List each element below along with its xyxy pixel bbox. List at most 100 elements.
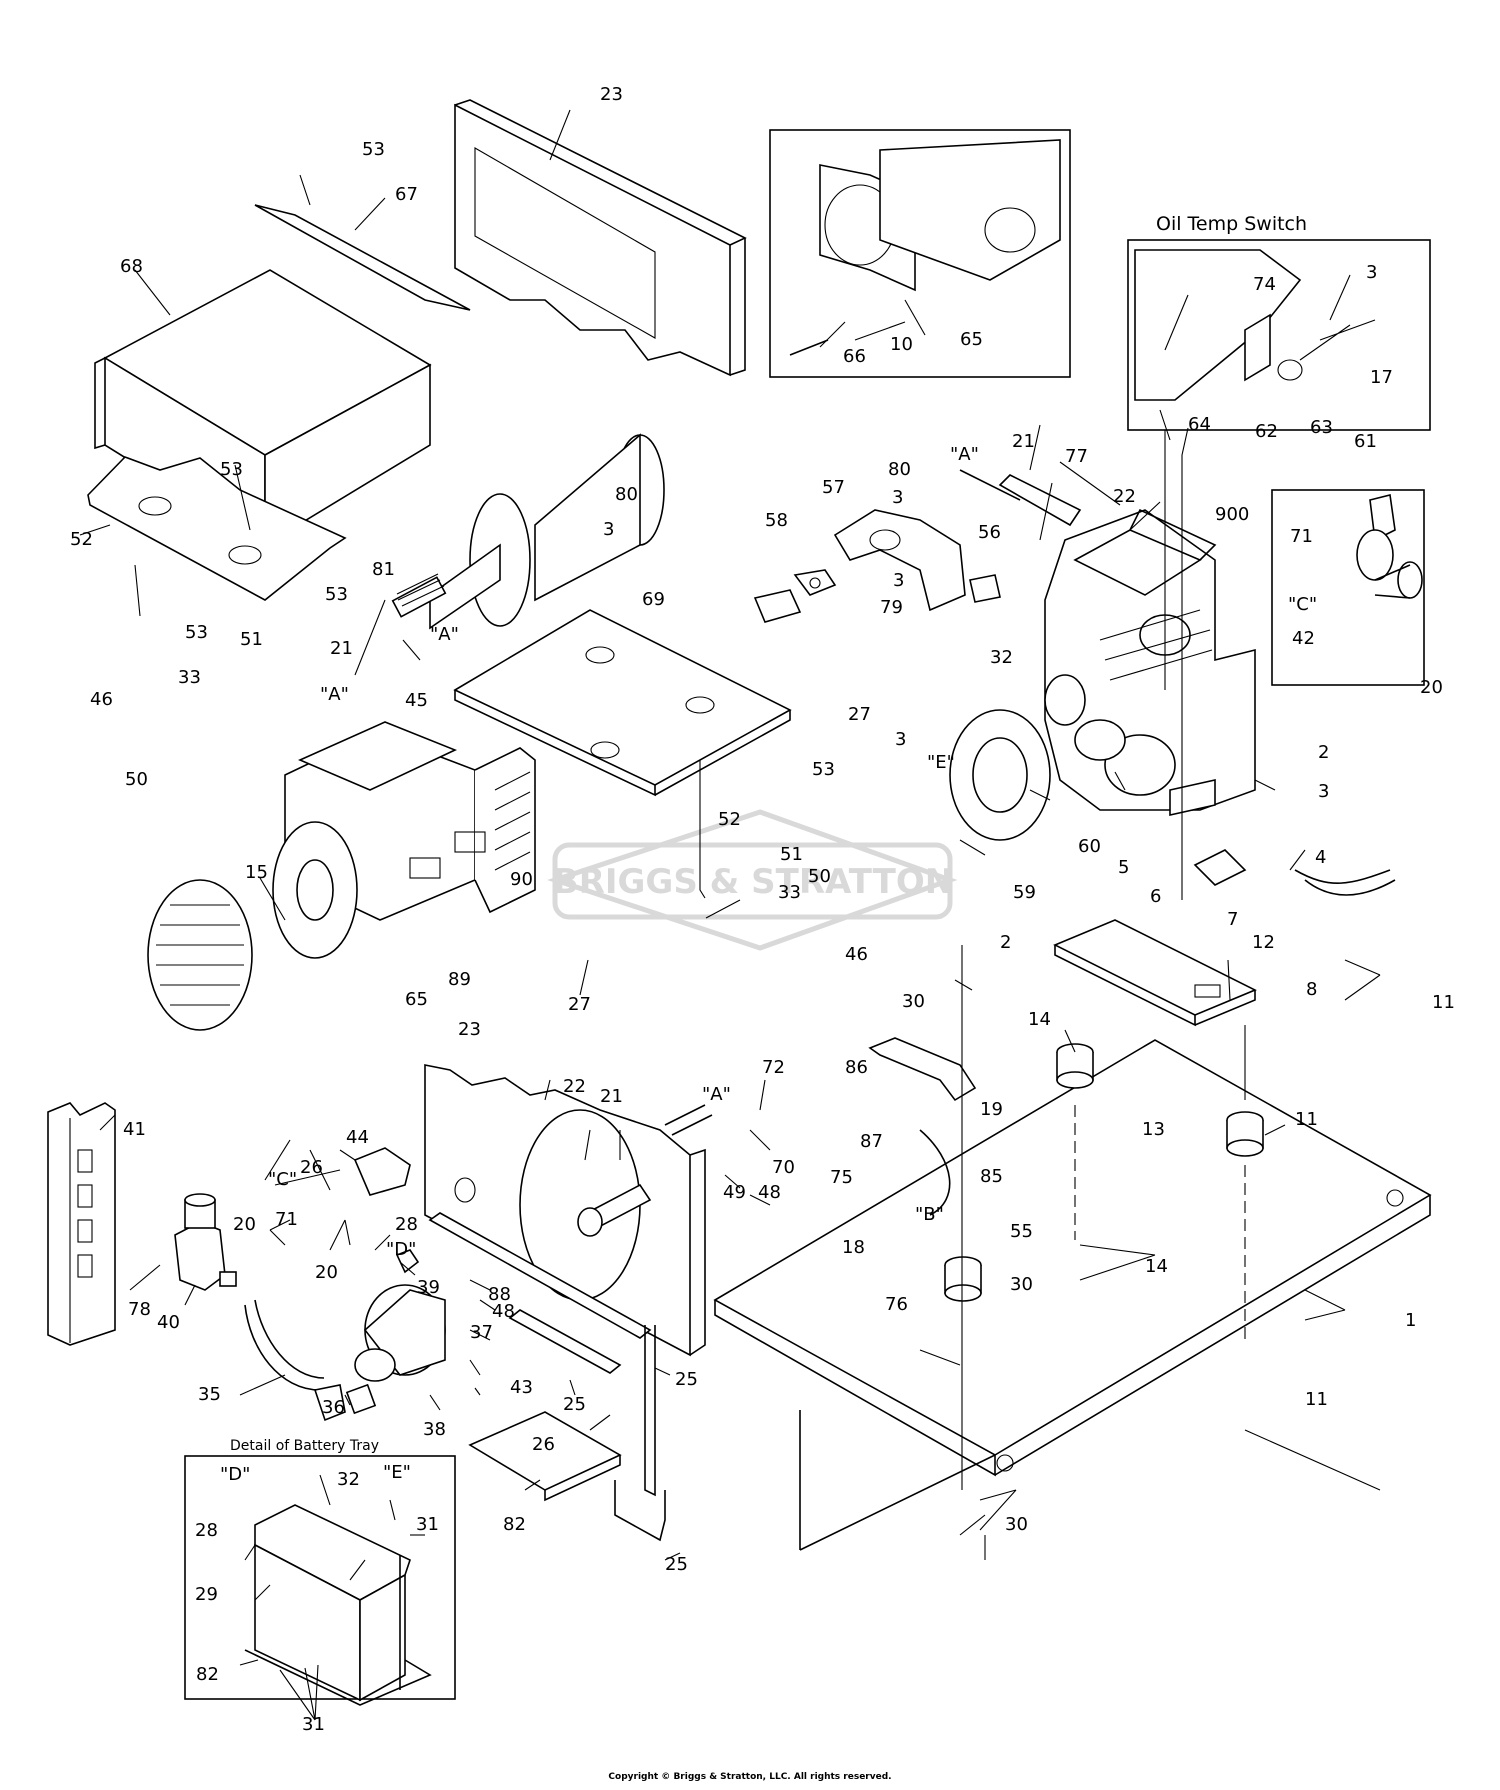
callout-22-a: 22 [1113,486,1136,507]
callout-82-b: 82 [196,1664,219,1685]
engine-900 [1044,508,1256,816]
callout-23-b: 23 [458,1019,481,1040]
callout-27-a: 27 [568,994,591,1015]
callout-75: 75 [830,1167,853,1188]
callout-14-a: 14 [1028,1009,1051,1030]
copyright-notice: Copyright © Briggs & Stratton, LLC. All … [608,1772,892,1782]
callout-3-c: 3 [892,487,903,508]
callout-72: 72 [762,1057,785,1078]
strap-88 [428,1212,652,1339]
briggs-stratton-watermark: BRIGGS & STRATTON [547,809,958,951]
callout-59: 59 [1013,882,1036,903]
fuel-line-21 [664,1104,713,1136]
callout-62: 62 [1255,421,1278,442]
callout-67: 67 [395,184,418,205]
callout-31-a: 31 [416,1514,439,1535]
callout-50-a: 50 [125,769,148,790]
callout-79: 79 [880,597,903,618]
callout-37: 37 [470,1322,493,1343]
callout-30-b: 30 [1010,1274,1033,1295]
callout-61: 61 [1354,431,1377,452]
callout-81: 81 [372,559,395,580]
detail-box-battery-tray [184,1455,456,1706]
callout-6: 6 [1150,886,1161,907]
callout-18: 18 [842,1237,865,1258]
callout-3-f: 3 [1318,781,1329,802]
callout-35: 35 [198,1384,221,1405]
spark-screen-81 [391,573,447,618]
callout-39: 39 [417,1277,440,1298]
callout-3-a: 3 [603,519,614,540]
callout-36: 36 [322,1397,345,1418]
callout-63: 63 [1310,417,1333,438]
callout-23-top: 23 [600,84,623,105]
mount-14 [1056,1043,1094,1089]
callout-12: 12 [1252,932,1275,953]
callout-A-2: "A" [320,684,349,705]
callout-69: 69 [642,589,665,610]
callout-900: 900 [1215,504,1249,525]
callout-29: 29 [195,1584,218,1605]
strap-25 [508,1309,666,1542]
callout-64: 64 [1188,414,1211,435]
callout-49: 49 [723,1182,746,1203]
callout-51-b: 51 [780,844,803,865]
callout-51-a: 51 [240,629,263,650]
callout-11-b: 11 [1295,1109,1318,1130]
callout-56: 56 [978,522,1001,543]
adapter-plate-60 [949,709,1051,841]
callout-D-1: "D" [386,1239,416,1260]
callout-C-2: "C" [268,1169,297,1190]
cable-8 [1294,869,1396,896]
callout-2-b: 2 [1000,932,1011,953]
callout-22-b: 22 [563,1076,586,1097]
callout-C-1: "C" [1288,594,1317,615]
callout-15: 15 [245,862,268,883]
callout-88: 88 [488,1284,511,1305]
callout-53-c: 53 [185,622,208,643]
leader-lines [79,109,1381,1721]
callout-A-1: "A" [430,624,459,645]
callout-80-b: 80 [888,459,911,480]
callout-21-b: 21 [1012,431,1035,452]
callout-30-a: 30 [902,991,925,1012]
callout-78: 78 [128,1299,151,1320]
exhaust-pipe-57 [833,509,966,612]
callout-1: 1 [1405,1310,1416,1331]
callout-11-c: 11 [1305,1389,1328,1410]
detail-box-oil-temp-switch [1127,239,1431,431]
callout-A-4: "A" [702,1084,731,1105]
callout-11-a: 11 [1432,992,1455,1013]
callout-53-d: 53 [325,584,348,605]
callout-3-e: 3 [895,729,906,750]
callout-80-a: 80 [615,484,638,505]
gasket-56 [969,574,1001,603]
callout-13: 13 [1142,1119,1165,1140]
callout-3-b: 3 [1366,262,1377,283]
callout-3-d: 3 [893,570,904,591]
bracket-19 [868,1037,977,1102]
callout-31-b: 31 [302,1714,325,1735]
callout-20-b: 20 [233,1214,256,1235]
callout-42: 42 [1292,628,1315,649]
callout-65-b: 65 [960,329,983,350]
elbow-39 [395,1249,420,1274]
callout-B: "B" [915,1204,944,1225]
callout-86: 86 [845,1057,868,1078]
callout-65-a: 65 [405,989,428,1010]
callout-57: 57 [822,477,845,498]
callout-33-b: 33 [778,882,801,903]
callout-66: 66 [843,346,866,367]
callout-53-a: 53 [362,139,385,160]
callout-26-b: 26 [532,1434,555,1455]
callout-48-b: 48 [492,1301,515,1322]
bracket-41 [47,1102,116,1346]
callout-46-a: 46 [90,689,113,710]
callout-27-b: 27 [848,704,871,725]
mount-30 [944,1256,982,1302]
end-panel-23-bottom [424,1064,706,1357]
regulator-38 [345,1284,446,1415]
callout-44: 44 [346,1127,369,1148]
callout-20-a: 20 [1420,677,1443,698]
watermark-text: BRIGGS & STRATTON [553,862,953,902]
